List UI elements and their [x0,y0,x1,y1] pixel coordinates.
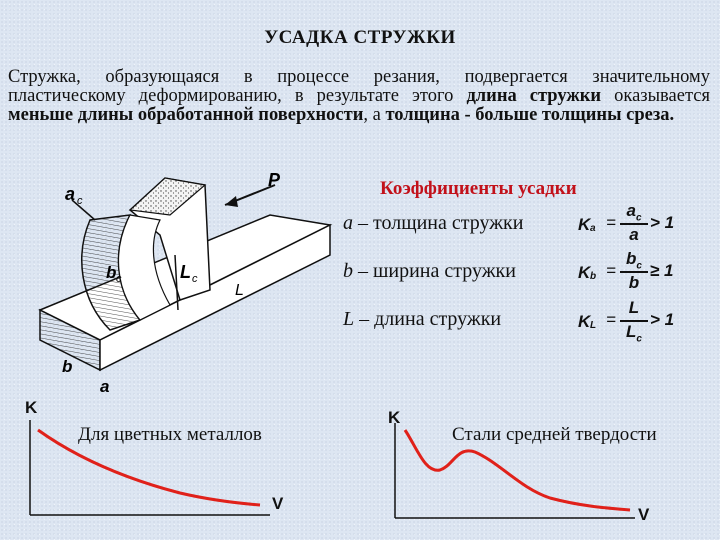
k-v-curve [37,428,261,507]
formula-k-sub: L [590,320,597,331]
formula-rel: ≥ 1 [650,261,674,280]
chip-curve [117,214,171,321]
formula-k-sub: b [590,271,597,282]
graph2-x-label: V [638,505,650,524]
lc-label: L [180,262,191,282]
formula-bar [620,223,648,225]
formula-eq: = [606,213,616,232]
formula-eq: = [606,261,616,280]
lc-arrow [174,254,179,311]
graph-steel [394,423,635,519]
formula-rel: > 1 [650,213,675,232]
page-title: УСАДКА СТРУЖКИ [264,27,456,48]
ac-label: a [65,184,75,204]
coef-row-length: L – длина стружки [343,308,501,331]
formula-den: a [629,225,639,244]
formula-eq: = [606,310,616,329]
coef-var: L [343,308,355,330]
coef-var: b [343,260,353,282]
coefficients-title: Коэффициенты усадки [380,178,577,199]
para-text-2: оказывается [601,86,710,106]
formula-num: bc [626,249,642,272]
graph1-x-label: V [272,494,284,513]
a-label: a [100,377,109,396]
formula-rel: > 1 [650,310,675,329]
formula-den: b [628,273,640,292]
lc-sub-label: c [192,273,198,285]
graph2-caption: Стали средней твердости [452,424,657,445]
para-text-3: , а [363,105,386,125]
b-label: b [62,357,72,376]
workpiece-side [99,223,331,372]
formula-bar [620,320,648,322]
l-label: L [235,282,244,299]
k-v-curve [403,429,631,512]
coef-desc: – ширина стружки [353,260,516,282]
graph1-y-label: K [25,398,38,417]
tool-top [128,177,207,216]
formula-k: K [578,215,591,234]
para-text-1: Стружка, образующаяся в процессе резания… [8,67,710,106]
formula-k-sub: a [590,223,596,234]
ac-marker [71,199,96,221]
formula-k: K [578,263,591,282]
force-arrowhead [225,196,238,207]
chip-cutting-diagram: a c P L c b c L b a [38,170,333,396]
intro-paragraph: Стружка, образующаяся в процессе резания… [8,68,710,125]
graph2-y-label: K [388,408,401,427]
coef-desc: – длина стружки [354,308,502,330]
p-label: P [268,170,281,190]
para-bold-3: толщина - больше толщины среза. [385,105,675,125]
formula-num: ac [626,201,642,224]
coef-var: a [343,212,353,234]
formula-num: L [628,298,640,317]
para-bold-1: длина стружки [466,86,602,106]
para-bold-2: меньше длины обработанной поверхности [8,105,364,125]
bc-label: b [106,263,116,282]
formula-den: Lc [626,322,642,345]
formula-k: K [578,312,591,331]
formula-bar [620,271,648,273]
coef-row-thickness: a – толщина стружки [343,212,523,235]
graph-nonferrous [29,420,270,516]
coef-row-width: b – ширина стружки [343,260,516,283]
graph1-caption: Для цветных металлов [78,424,262,445]
coef-desc: – толщина стружки [353,212,524,234]
ac-sub-label: c [77,195,83,207]
bc-sub-label: c [116,273,122,285]
